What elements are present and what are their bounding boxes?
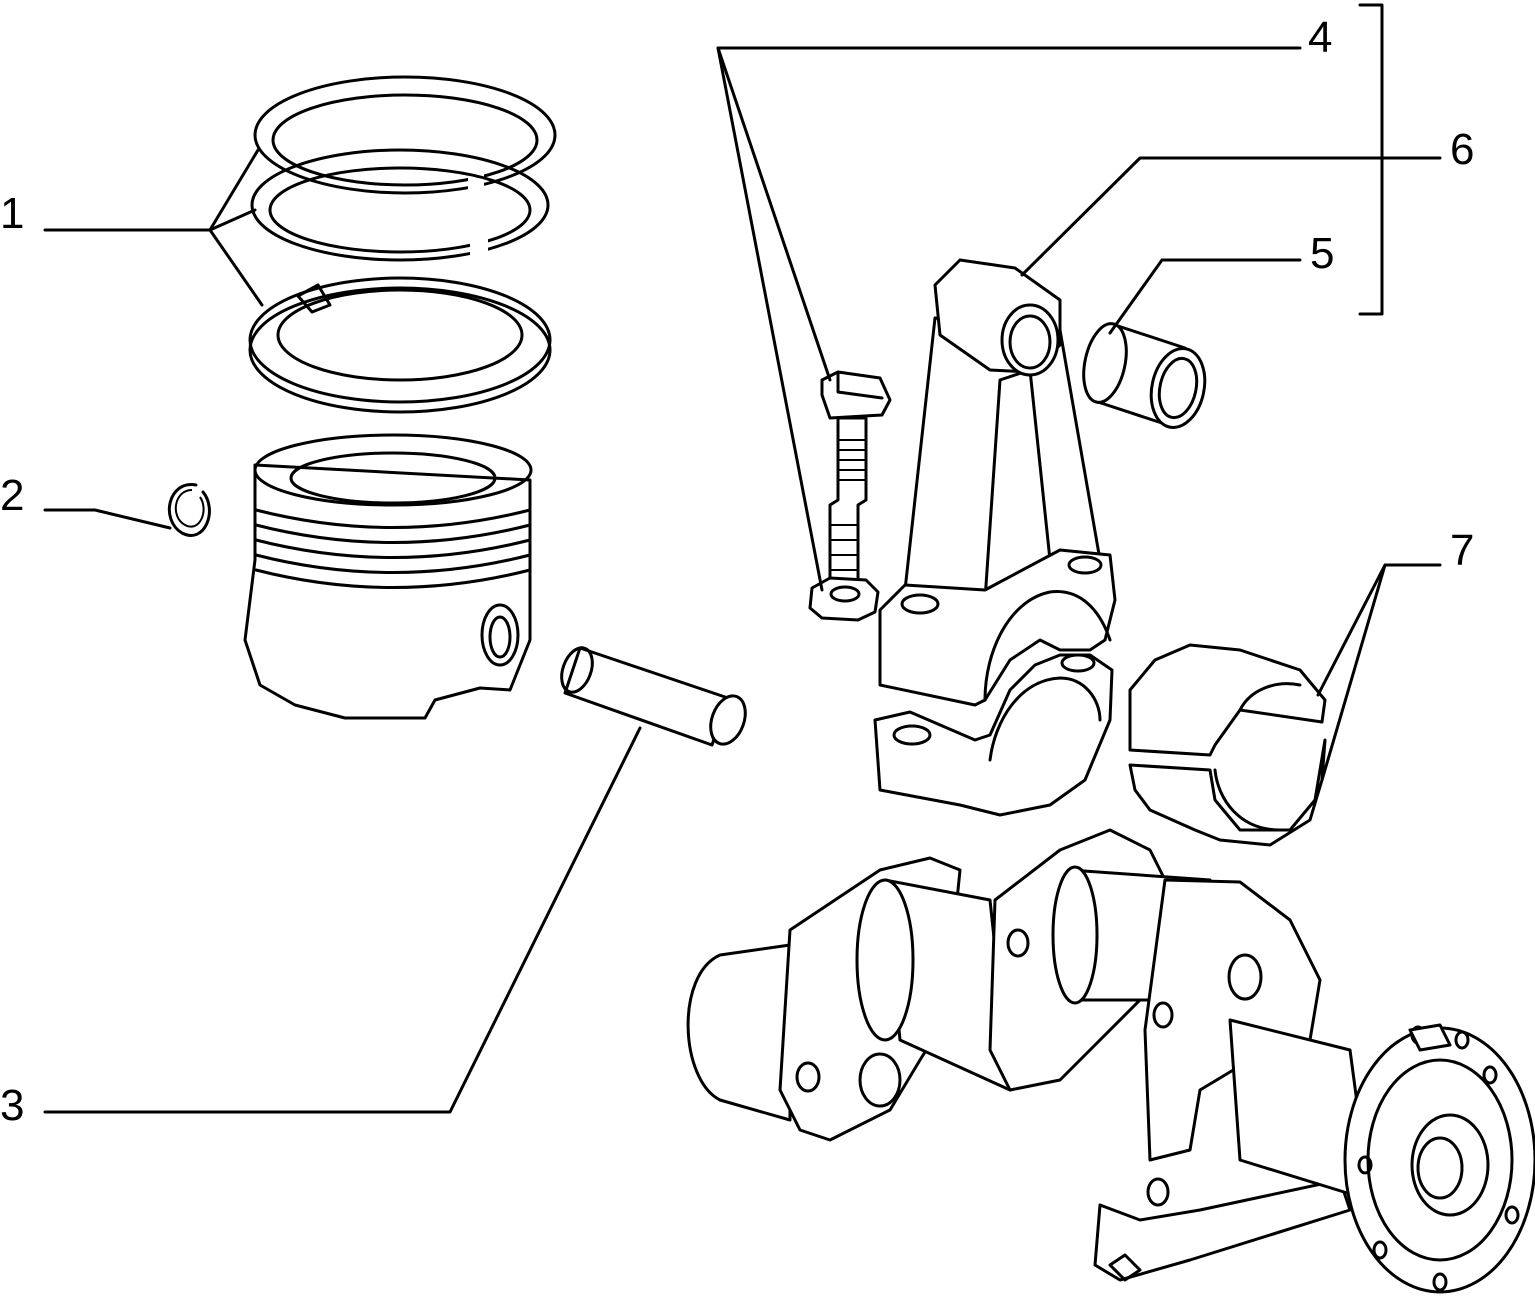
callout-2: 2: [0, 471, 24, 520]
leader-lines: [43, 3, 1442, 1114]
piston: [243, 433, 533, 720]
leader-line-2: [43, 508, 172, 530]
callout-6: 6: [1450, 125, 1474, 174]
crankshaft: [686, 828, 1535, 1294]
big-end-bearing-shells: [1128, 643, 1327, 847]
leader-line-1b: [208, 208, 257, 232]
leader-line-5: [1108, 258, 1302, 335]
callout-5: 5: [1310, 229, 1334, 278]
piston-rings: [248, 75, 557, 414]
callout-labels: 1 2 3 4 5 6 7: [0, 13, 1474, 1130]
leader-line-4b: [716, 46, 824, 592]
leader-line-1c: [208, 228, 264, 307]
leader-line-1: [43, 148, 260, 232]
piston-ring-middle: [250, 148, 550, 262]
small-end-bush: [1082, 322, 1207, 429]
piston-ring-oil: [248, 276, 552, 414]
circlip: [167, 483, 211, 537]
piston-ring-top: [253, 75, 557, 195]
leader-line-6: [1020, 156, 1442, 277]
callout-4: 4: [1308, 13, 1332, 62]
conrod-bolt: [820, 370, 892, 582]
callout-1: 1: [0, 189, 24, 238]
callout-3: 3: [0, 1081, 24, 1130]
leader-line-7b: [1320, 563, 1387, 782]
leader-line-3: [43, 726, 642, 1114]
connecting-rod: [873, 258, 1117, 817]
conrod-nut: [808, 576, 880, 622]
gudgeon-pin: [560, 646, 747, 747]
callout-7: 7: [1450, 526, 1474, 575]
